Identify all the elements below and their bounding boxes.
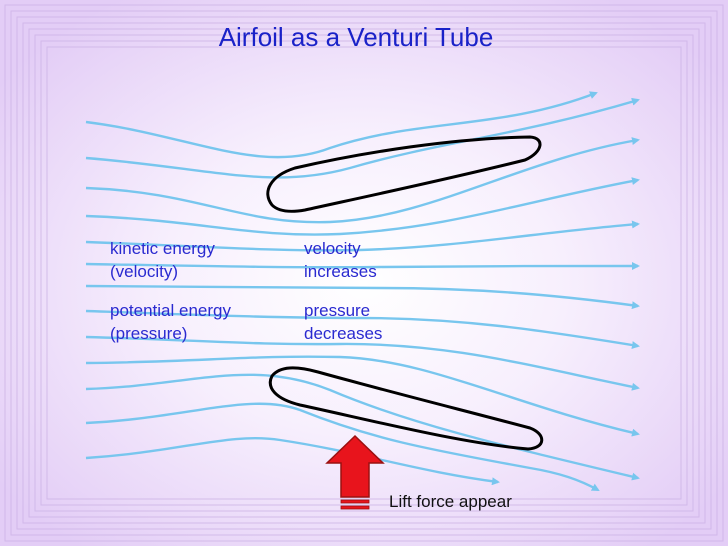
pressure-line2: decreases xyxy=(304,324,383,343)
streamline xyxy=(85,262,640,271)
streamline xyxy=(85,284,640,310)
potential-energy-label: potential energy (pressure) xyxy=(110,299,231,345)
streamline xyxy=(85,373,640,481)
potential-energy-line1: potential energy xyxy=(110,301,231,320)
streamline xyxy=(85,137,640,224)
kinetic-energy-label: kinetic energy (velocity) xyxy=(110,237,215,283)
streamlines xyxy=(85,91,640,492)
pressure-label: pressure decreases xyxy=(304,299,382,345)
velocity-line1: velocity xyxy=(304,239,361,258)
streamline xyxy=(85,335,640,391)
kinetic-energy-line2: (velocity) xyxy=(110,262,179,281)
pressure-line1: pressure xyxy=(304,301,371,320)
potential-energy-line2: (pressure) xyxy=(110,324,188,343)
velocity-label: velocity increases xyxy=(304,237,377,283)
kinetic-energy-line1: kinetic energy xyxy=(110,239,215,258)
airfoil-lower xyxy=(268,366,544,451)
streamline xyxy=(85,97,640,179)
streamline xyxy=(85,355,640,437)
streamline xyxy=(85,309,640,349)
streamline xyxy=(85,177,640,236)
airfoil-upper xyxy=(266,135,542,213)
streamline xyxy=(85,402,600,492)
streamline xyxy=(85,91,598,159)
slide-title: Airfoil as a Venturi Tube xyxy=(218,22,494,52)
velocity-line2: increases xyxy=(304,262,377,281)
lift-force-label: Lift force appear xyxy=(389,492,512,511)
streamline xyxy=(85,220,640,252)
streamline xyxy=(85,436,500,486)
lift-arrow xyxy=(325,434,385,510)
